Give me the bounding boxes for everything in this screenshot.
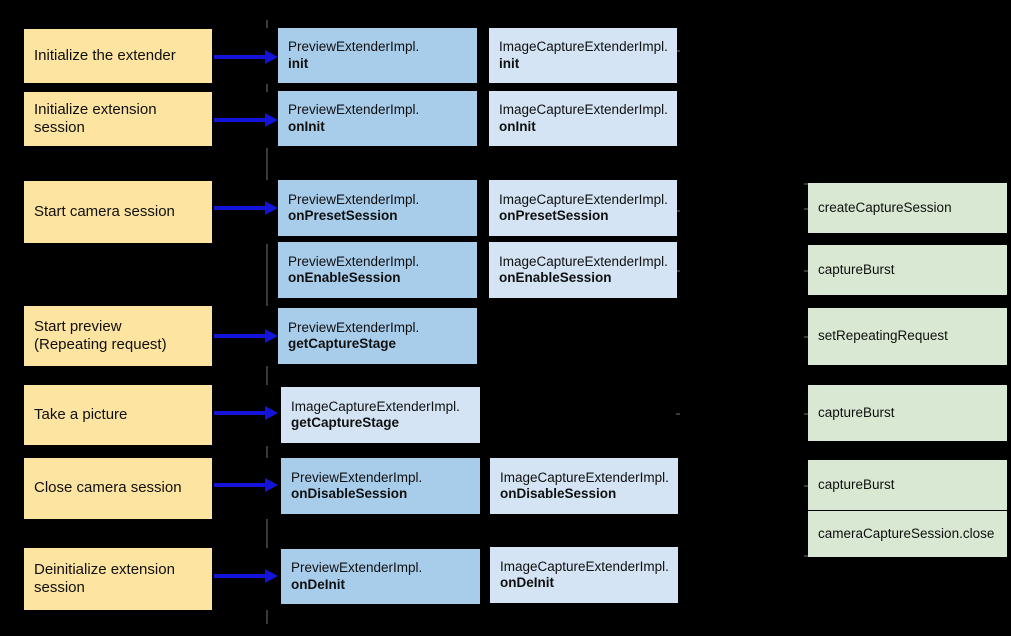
stage-box-start-preview[interactable]: Start preview (Repeating request) [24,306,212,366]
api-box-preview-getcapturestage[interactable]: PreviewExtenderImpl. getCaptureStage [278,308,477,364]
api-class: PreviewExtenderImpl. [288,319,420,335]
lifeline-tick [266,610,268,624]
api-box-imagecapture-ondeinit[interactable]: ImageCaptureExtenderImpl. onDeInit [490,547,678,603]
api-lifeline-tick [676,210,680,212]
api-method: onPresetSession [288,208,398,223]
api-box-imagecapture-getcapturestage[interactable]: ImageCaptureExtenderImpl. getCaptureStag… [281,387,480,443]
stage-box-take-picture[interactable]: Take a picture [24,385,212,445]
api-box-imagecapture-oninit[interactable]: ImageCaptureExtenderImpl. onInit [489,91,677,146]
lifeline-tick [266,244,268,306]
stage-label: Take a picture [34,405,128,423]
api-method: onPresetSession [499,208,609,223]
api-class: PreviewExtenderImpl. [288,191,420,207]
lifeline-tick [266,84,268,92]
api-class: ImageCaptureExtenderImpl. [499,102,668,118]
camera-call-label: createCaptureSession [818,199,952,215]
camera-lifeline-tick [804,183,808,185]
api-box-imagecapture-ondisablesession[interactable]: ImageCaptureExtenderImpl. onDisableSessi… [490,458,678,514]
api-lifeline-tick [676,50,680,52]
api-box-imagecapture-onpresetsession[interactable]: ImageCaptureExtenderImpl. onPresetSessio… [489,180,677,236]
api-method: onDeInit [291,576,345,592]
api-class: PreviewExtenderImpl. [288,102,420,118]
api-class: ImageCaptureExtenderImpl. [500,469,669,485]
api-method: getCaptureStage [288,336,397,351]
api-box-preview-ondeinit[interactable]: PreviewExtenderImpl. onDeInit [281,549,480,604]
api-class: ImageCaptureExtenderImpl. [499,253,668,269]
camera-call-label: setRepeatingRequest [818,328,948,344]
camera-lifeline-tick [804,270,808,272]
api-class: ImageCaptureExtenderImpl. [499,191,668,207]
api-box-preview-onenablesession[interactable]: PreviewExtenderImpl. onEnableSession [278,242,477,298]
api-method: init [288,55,309,71]
api-class: ImageCaptureExtenderImpl. [499,39,668,55]
camera-lifeline-tick [804,555,808,557]
camera-box-capture-burst-1[interactable]: captureBurst [808,245,1007,295]
stage-box-start-camera-session[interactable]: Start camera session [24,181,212,243]
camera-call-label: captureBurst [818,404,895,420]
api-lifeline-tick [676,270,680,272]
api-class: PreviewExtenderImpl. [291,469,423,485]
stage-box-close-camera-session[interactable]: Close camera session [24,458,212,519]
api-box-imagecapture-init[interactable]: ImageCaptureExtenderImpl. init [489,28,677,83]
lifeline-tick [266,366,268,385]
stage-label: Close camera session [34,479,182,497]
lifeline-tick [266,519,268,548]
lifeline-tick [266,148,268,180]
api-lifeline-tick [676,413,680,415]
camera-lifeline-tick [804,485,808,487]
api-class: ImageCaptureExtenderImpl. [500,558,669,574]
api-box-preview-ondisablesession[interactable]: PreviewExtenderImpl. onDisableSession [281,458,480,514]
api-box-preview-onpresetsession[interactable]: PreviewExtenderImpl. onPresetSession [278,180,477,236]
api-box-imagecapture-onenablesession[interactable]: ImageCaptureExtenderImpl. onEnableSessio… [489,242,677,298]
api-method: onEnableSession [499,270,612,285]
api-method: onInit [288,118,325,134]
api-method: onDisableSession [291,486,408,501]
camera-lifeline-tick [804,336,808,338]
api-method: onEnableSession [288,270,401,285]
api-method: init [499,55,520,71]
camera-lifeline-tick [804,413,808,415]
api-box-preview-oninit[interactable]: PreviewExtenderImpl. onInit [278,91,477,146]
api-method: onDisableSession [500,486,617,501]
stage-label: Initialize the extender [34,46,176,64]
api-class: ImageCaptureExtenderImpl. [291,398,460,414]
stage-label: Start preview (Repeating request) [34,317,167,353]
camera-box-capture-burst-3[interactable]: captureBurst [808,460,1007,510]
camera-call-label: cameraCaptureSession.close [818,525,995,541]
stage-label: Deinitialize extension session [34,560,175,596]
api-box-preview-init[interactable]: PreviewExtenderImpl. init [278,28,477,83]
lifeline-tick [266,20,268,28]
camera-box-capture-burst-2[interactable]: captureBurst [808,385,1007,441]
api-method: getCaptureStage [291,415,400,430]
lifeline-tick [266,446,268,458]
api-class: PreviewExtenderImpl. [288,253,420,269]
api-method: onInit [499,118,536,134]
camera-call-label: captureBurst [818,476,895,492]
camera-box-create-capture-session[interactable]: createCaptureSession [808,183,1007,233]
camera-box-set-repeating-request[interactable]: setRepeatingRequest [808,308,1007,365]
stage-label: Start camera session [34,202,175,220]
stage-box-init-extender[interactable]: Initialize the extender [24,29,212,83]
stage-box-deinit-extension[interactable]: Deinitialize extension session [24,548,212,610]
api-method: onDeInit [500,575,554,590]
camera-call-label: captureBurst [818,261,895,277]
camera-lifeline-tick [804,208,808,210]
stage-box-init-extension[interactable]: Initialize extension session [24,92,212,146]
stage-label: Initialize extension session [34,100,157,136]
api-class: PreviewExtenderImpl. [291,560,423,576]
camera-box-camera-capture-session-close[interactable]: cameraCaptureSession.close [808,511,1007,557]
api-class: PreviewExtenderImpl. [288,39,420,55]
